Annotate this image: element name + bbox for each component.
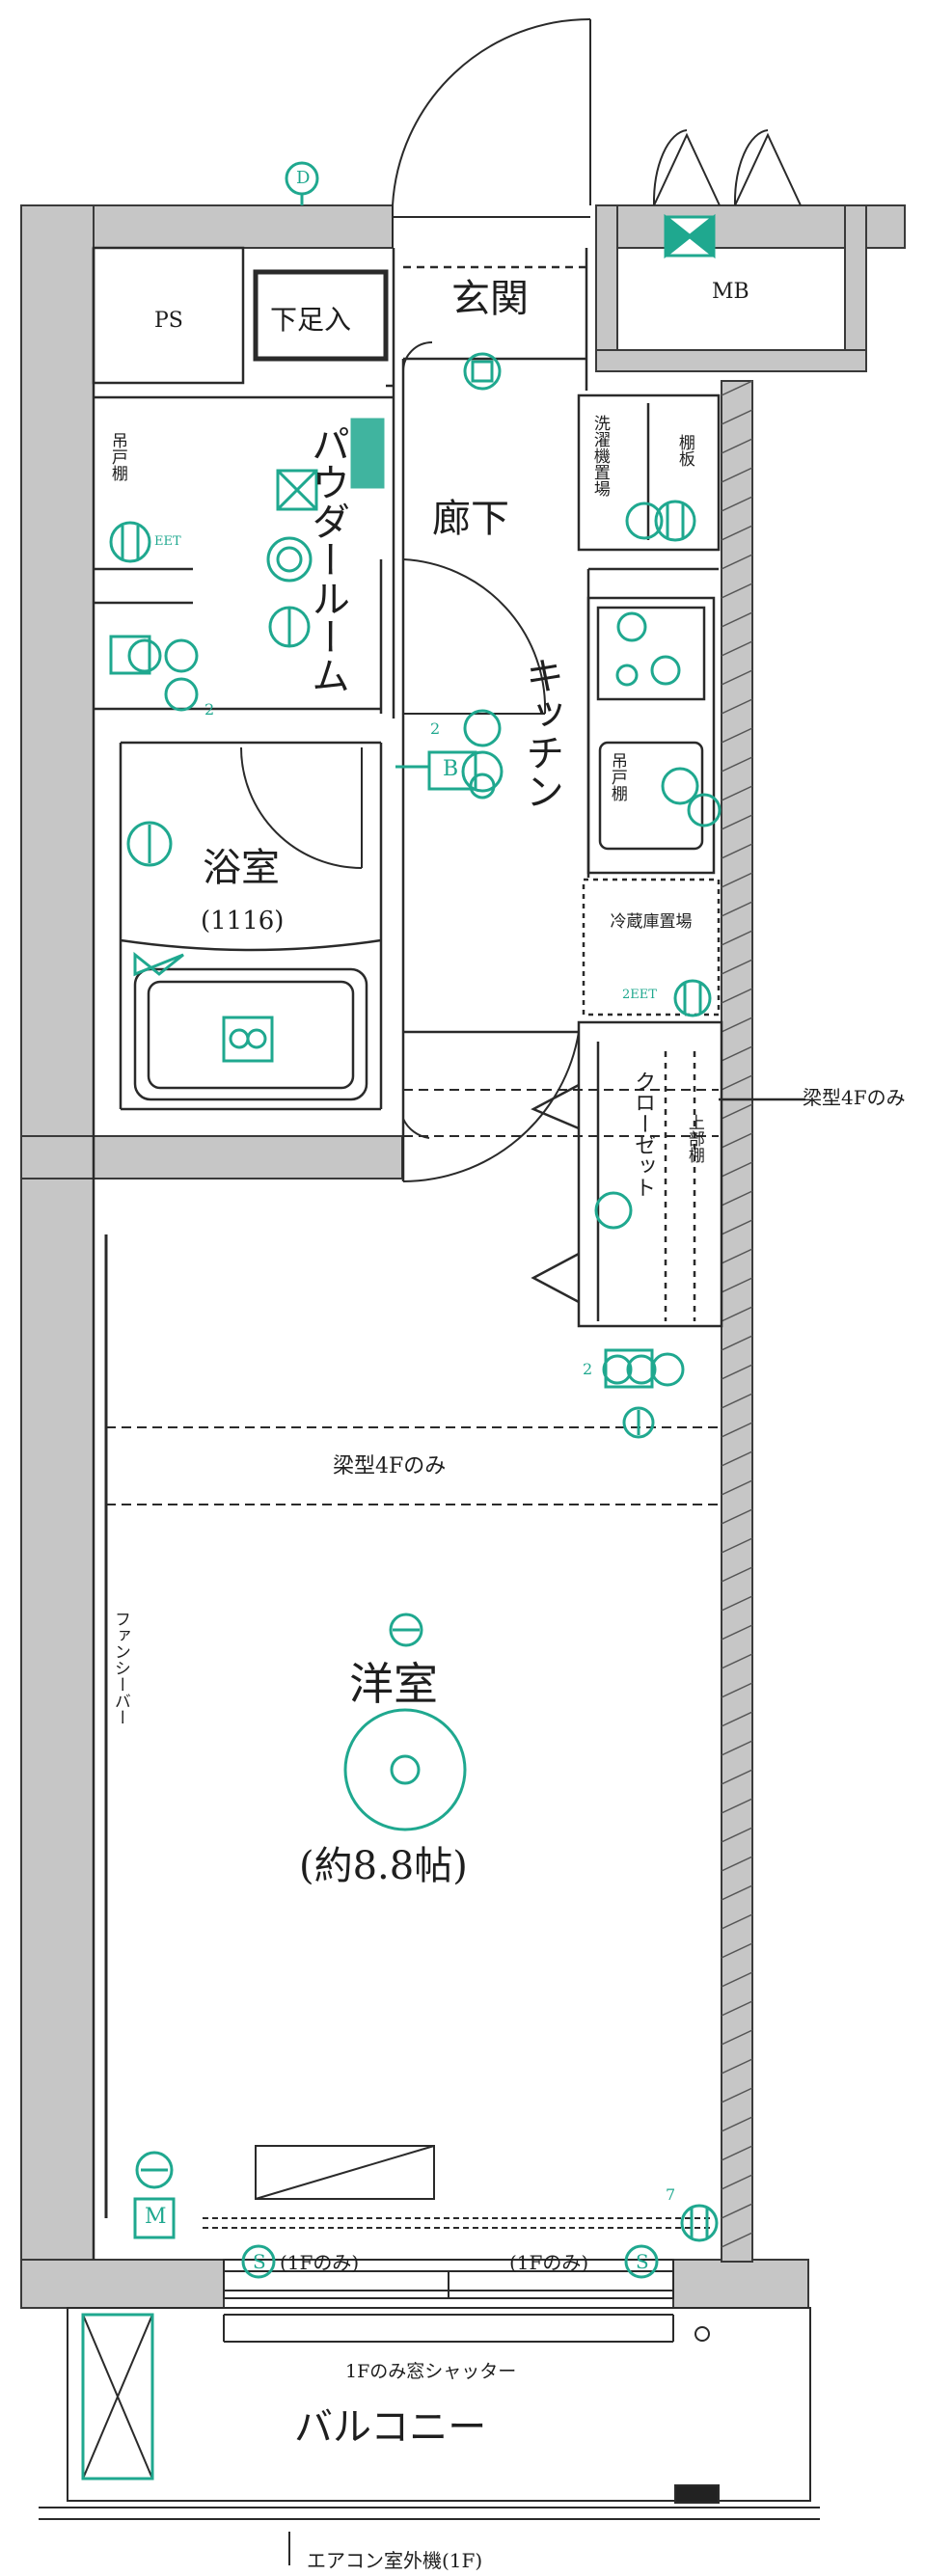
label-num-7: 7 [666,2185,676,2204]
mid-wall [20,1135,403,1180]
b-marker: B [443,757,459,781]
label-roka: 廊下 [432,497,509,541]
label-num-2c: 2 [583,1360,593,1378]
exterior-walls [20,204,906,2309]
label-powder-room: パウダールーム [305,424,349,694]
closet [577,1020,723,1328]
shoe-box [253,269,389,362]
m-marker: M [145,2205,167,2229]
bottom-wall-right [672,2259,809,2309]
label-shutter: 1Fのみ窓シャッター [345,2361,517,2382]
label-s-right: (1Fのみ) [509,2251,589,2274]
label-jodana: 上部棚 [684,1114,704,1163]
label-tsuridana-kitchen: 吊戸棚 [607,752,627,801]
fridge-area [582,878,721,1017]
mb-wall-bottom [595,349,867,372]
interior-doors [240,341,580,1182]
s-marker-right: S [636,2250,649,2273]
label-eet-kitchen: 2EET [622,988,657,1002]
beam-lines [106,1089,722,1505]
label-beam-right: 梁型4Fのみ [803,1086,906,1109]
label-kitchen: キッチン [519,656,563,810]
entrance-door [392,17,591,248]
label-sentakuki: 洗濯機置場 [589,415,610,497]
label-balcony: バルコニー [294,2405,487,2450]
balcony-window [203,2217,714,2299]
s-marker-left: S [253,2250,266,2273]
stove [596,606,706,701]
label-closet: クローゼット [631,1071,656,1198]
label-eet-powder: EET [154,534,181,549]
interior-partitions [92,246,805,2260]
left-wall [20,204,95,2270]
mb-wall-left [595,204,618,370]
mb-doors [652,129,802,206]
bath-curve [120,938,382,952]
label-youshitsu-size: (約8.8帖) [299,1844,468,1888]
window-sash [255,2145,435,2200]
label-yokushitsu-size: (1116) [201,907,285,935]
label-youshitsu: 洋室 [349,1658,438,1710]
label-s-left: (1Fのみ) [280,2251,360,2274]
label-tana-ita: 棚板 [674,434,694,467]
bottom-wall-left [20,2259,225,2309]
label-mb: MB [712,280,749,304]
right-wall-hatch [721,380,753,2248]
label-beam-room: 梁型4Fのみ [333,1454,447,1478]
kitchen-counter [586,596,716,875]
laundry-box [577,393,721,552]
label-genkan: 玄関 [451,277,529,321]
label-num-2b: 2 [430,719,441,738]
mb-wall-right [844,204,867,370]
label-reizouko: 冷蔵庫置場 [610,912,693,932]
label-ps: PS [154,309,183,333]
label-bottom-note: エアコン室外機(1F) [307,2549,483,2572]
label-num-2a: 2 [204,700,215,719]
d-marker: D [296,168,311,188]
label-yokushitsu: 浴室 [203,846,280,890]
balcony-outline [39,2307,820,2565]
right-wall [721,380,753,2263]
bathtub [133,967,368,1101]
label-fan-cover: ファンシーバー [110,1611,130,1725]
label-shita-soku-ire: 下足入 [270,304,352,336]
label-tsuridana-powder: 吊戸棚 [107,432,127,481]
ps-box [92,246,245,385]
